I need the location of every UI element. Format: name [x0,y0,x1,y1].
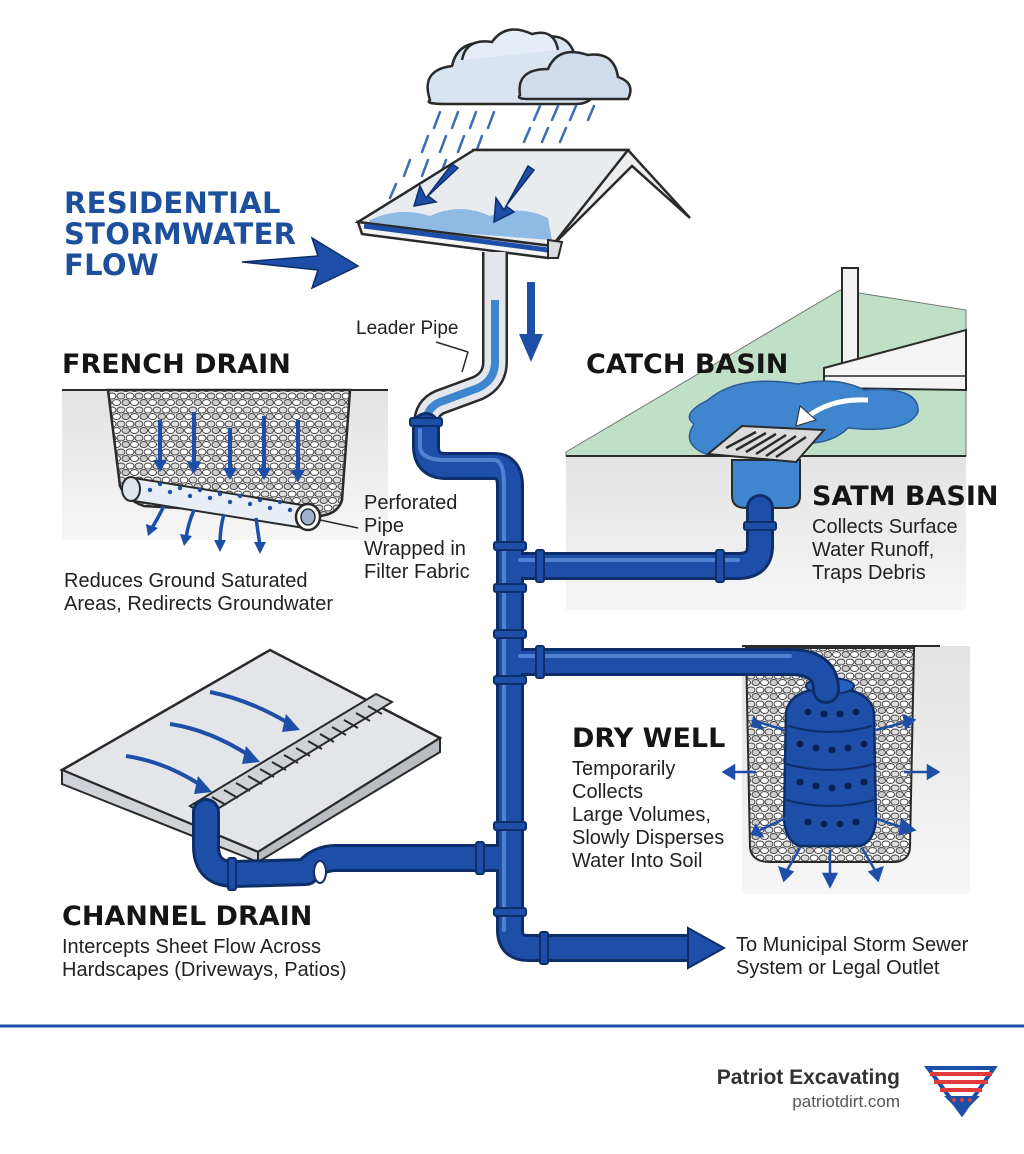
perforated-pipe-label: Perforated Pipe Wrapped in Filter Fabric [364,492,470,583]
dry-well-illustration [721,645,970,894]
channel-drain-title: CHANNEL DRAIN [62,901,313,932]
catch-basin-subtitle: SATM BASIN [812,481,999,512]
brand-name: Patriot Excavating [716,1066,900,1089]
roof [354,148,691,260]
pipe-couplings [227,417,777,965]
french-drain-illustration [62,388,388,554]
brand-url: patriotdirt.com [792,1092,900,1111]
leader-pipe-label: Leader Pipe [356,318,459,339]
channel-drain-illustration [59,648,443,864]
dry-well-title: DRY WELL [572,723,726,754]
catch-basin-illustration [565,267,967,610]
channel-drain-desc: Intercepts Sheet Flow Across Hardscapes … [62,936,347,981]
outlet-arrow [687,926,727,970]
rain-clouds [388,28,632,200]
brand-logo [924,1066,998,1118]
outlet-label: To Municipal Storm Sewer System or Legal… [736,934,969,979]
dry-well-desc: Temporarily Collects Large Volumes, Slow… [572,758,725,872]
french-drain-desc: Reduces Ground Saturated Areas, Redirect… [64,570,334,615]
catch-basin-desc: Collects Surface Water Runoff, Traps Deb… [812,516,958,584]
french-drain-title: FRENCH DRAIN [62,349,291,380]
main-pipe-network [192,412,840,962]
diagram-title: RESIDENTIAL STORMWATER FLOW [64,186,297,282]
down-arrow [519,282,543,362]
title-arrow [241,236,360,290]
catch-basin-title: CATCH BASIN [586,349,789,380]
channel-pipe-end [313,860,327,884]
